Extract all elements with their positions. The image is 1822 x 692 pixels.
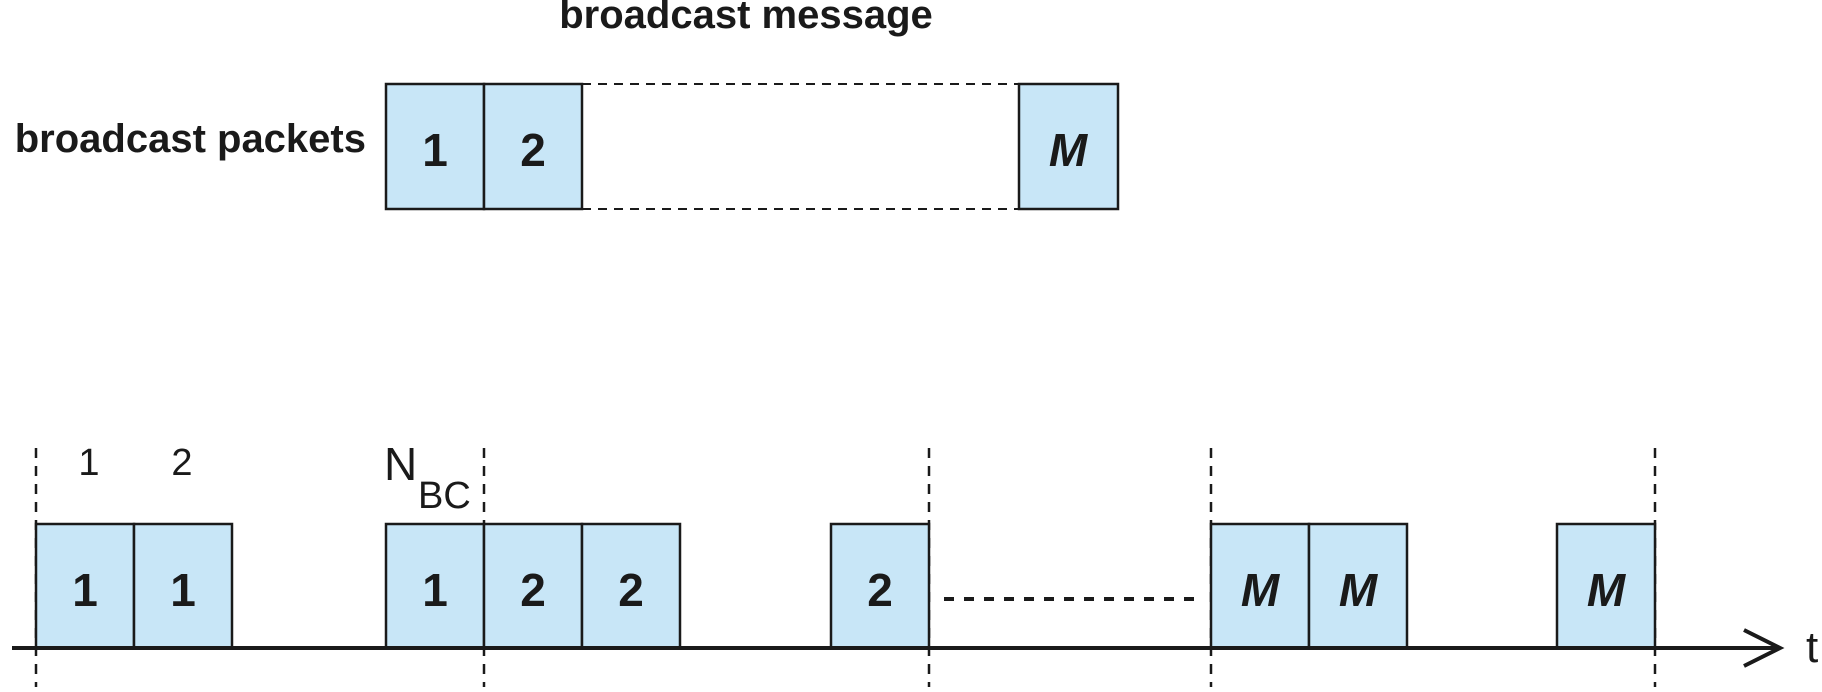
timeline-packet-5-label: 2 [618,564,644,616]
timeline-packet-3-label: 1 [422,564,448,616]
nbc-label-main: N [384,438,417,490]
timeline-packet-5: 2 [580,522,682,650]
timeline-packet-4-label: 2 [520,564,546,616]
timeline-packet-1: 1 [34,522,136,650]
timeline-packet-9-label: M [1587,564,1627,616]
timeline-packet-8: M [1307,522,1409,650]
timeline-packet-2: 1 [132,522,234,650]
slot-number-2: 2 [171,442,192,484]
timeline-packet-4: 2 [482,522,584,650]
top-packet-1: 1 [384,82,486,211]
timeline-packet-7-label: M [1241,564,1281,616]
time-axis-label: t [1806,623,1818,672]
slot-number-1: 1 [78,442,99,484]
timeline-packet-6-label: 2 [867,564,893,616]
top-packet-1-label: 1 [422,124,448,176]
timeline-packet-3: 1 [384,522,486,650]
timeline-packet-7: M [1209,522,1311,650]
timeline-packet-9: M [1555,522,1657,650]
timeline-packet-8-label: M [1339,564,1379,616]
nbc-label-sub: BC [418,475,471,517]
top-packet-2: 2 [482,82,584,211]
top-packet-m-label: M [1049,124,1089,176]
message-title: broadcast message [559,0,933,37]
top-packet-m: M [1017,82,1120,211]
time-axis-arrowhead [1743,628,1785,668]
timeline-packet-2-label: 1 [170,564,196,616]
packets-label: broadcast packets [15,117,366,161]
top-packet-2-label: 2 [520,124,546,176]
timeline-packet-1-label: 1 [72,564,98,616]
timeline-packet-6: 2 [829,522,931,650]
